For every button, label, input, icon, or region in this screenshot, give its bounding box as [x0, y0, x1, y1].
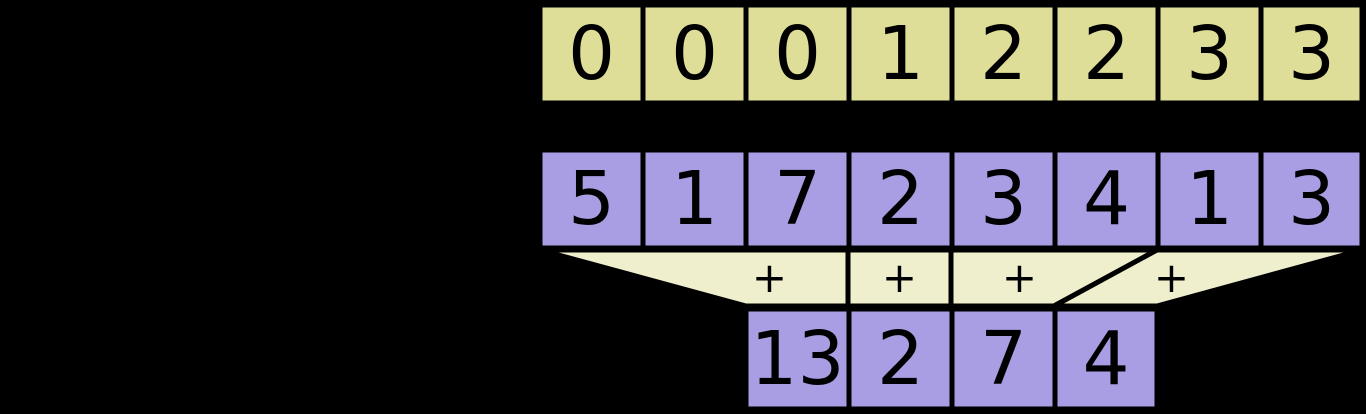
- key-cell: [1258, 2, 1365, 106]
- value-cell: [537, 147, 646, 251]
- segment-keys-row: [537, 2, 1365, 106]
- value-cell: [1052, 147, 1161, 251]
- key-cell: [640, 2, 749, 106]
- value-cell: [1155, 147, 1264, 251]
- reduced-values-row: [743, 306, 1160, 412]
- funnel-group: [539, 247, 1363, 309]
- key-cell: [537, 2, 646, 106]
- key-cell: [743, 2, 852, 106]
- result-cell: [1052, 306, 1160, 412]
- result-cell: [743, 306, 852, 412]
- result-cell: [949, 306, 1058, 412]
- value-cell: [640, 147, 749, 251]
- value-cell: [743, 147, 852, 251]
- funnel-segment-1: [539, 247, 851, 309]
- key-cell: [1155, 2, 1264, 106]
- key-cell: [1052, 2, 1161, 106]
- value-cell: [949, 147, 1058, 251]
- value-cell: [846, 147, 955, 251]
- key-cell: [846, 2, 955, 106]
- key-cell: [949, 2, 1058, 106]
- value-cell: [1258, 147, 1365, 251]
- input-values-row: [537, 147, 1365, 251]
- result-cell: [846, 306, 955, 412]
- funnel-segment-2: [845, 247, 954, 309]
